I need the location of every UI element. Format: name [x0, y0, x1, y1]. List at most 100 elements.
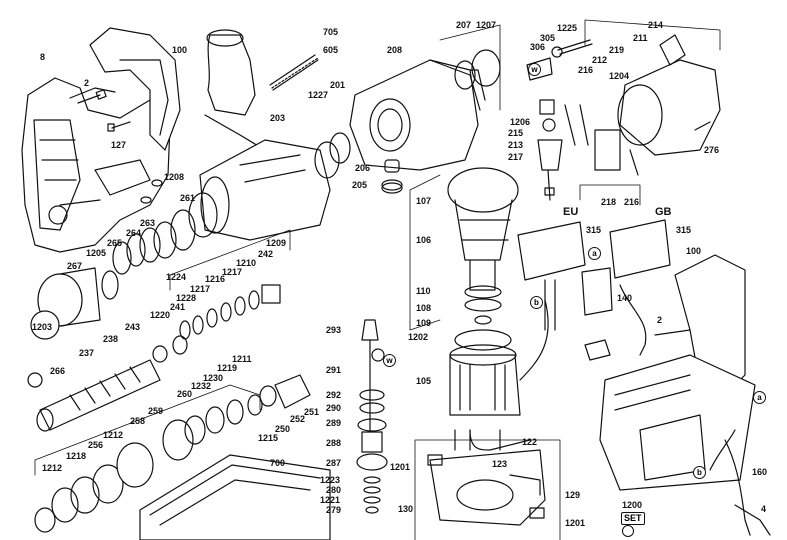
- part-number: 267: [67, 261, 83, 271]
- part-number: 290: [326, 403, 342, 413]
- part-number: 1212: [103, 430, 124, 440]
- part-number: 109: [416, 318, 432, 328]
- part-number: 1203: [32, 322, 53, 332]
- part-number: 1224: [166, 272, 187, 282]
- part-number: 2: [657, 315, 663, 325]
- part-number: 305: [540, 33, 556, 43]
- part-number: 1232: [191, 381, 212, 391]
- part-number: 215: [508, 128, 524, 138]
- part-number: 2: [84, 78, 90, 88]
- part-number: 122: [522, 437, 538, 447]
- part-number: 1219: [217, 363, 238, 373]
- part-number: 1207: [476, 20, 497, 30]
- connector-marker-w: w: [383, 354, 396, 367]
- part-number: 287: [326, 458, 342, 468]
- part-number: 1227: [308, 90, 329, 100]
- part-number: 256: [88, 440, 104, 450]
- part-number: 241: [170, 302, 186, 312]
- part-number: 208: [387, 45, 403, 55]
- gear-column-drawing: [356, 319, 388, 514]
- part-number: 260: [177, 389, 193, 399]
- part-number: 288: [326, 438, 342, 448]
- lower-gears-drawing: [34, 374, 311, 533]
- spindle-drawing: [27, 359, 161, 432]
- part-number: 4: [761, 504, 767, 514]
- motor-housing-208-drawing: [349, 59, 486, 171]
- part-number: 1208: [164, 172, 185, 182]
- bearings-206-205-drawing: [381, 159, 403, 194]
- right-housing-drawing: [599, 254, 756, 491]
- connector-marker-a: a: [753, 391, 766, 404]
- part-number: 306: [530, 42, 546, 52]
- part-number: 203: [270, 113, 286, 123]
- gear-housing-drawing: [199, 139, 331, 241]
- part-number: 123: [492, 459, 508, 469]
- part-number: 605: [323, 45, 339, 55]
- part-number: 218: [601, 197, 617, 207]
- part-number: 280: [326, 485, 342, 495]
- part-number: 1202: [408, 332, 429, 342]
- part-number: 205: [352, 180, 368, 190]
- part-number: 129: [565, 490, 581, 500]
- small-rings-row-drawing: [152, 284, 281, 363]
- part-number: 127: [111, 140, 127, 150]
- part-number: 1200: [622, 500, 643, 510]
- connector-marker-a: a: [588, 247, 601, 260]
- part-number: 251: [304, 407, 320, 417]
- part-number: 263: [140, 218, 156, 228]
- part-number: 1212: [42, 463, 63, 473]
- part-number: 292: [326, 390, 342, 400]
- part-number: 1206: [510, 117, 531, 127]
- ring-1207-drawing: [471, 49, 501, 87]
- part-number: 1209: [266, 238, 287, 248]
- part-number: 206: [355, 163, 371, 173]
- part-number: 1215: [258, 433, 279, 443]
- part-number: 705: [323, 27, 339, 37]
- part-number: 1210: [236, 258, 257, 268]
- part-number: 219: [609, 45, 625, 55]
- part-number: 216: [578, 65, 594, 75]
- part-number: 237: [79, 348, 95, 358]
- part-number: 1220: [150, 310, 171, 320]
- connector-marker-w: w: [528, 63, 541, 76]
- part-number: 266: [50, 366, 66, 376]
- region-label-gb: GB: [655, 206, 672, 218]
- power-cord-drawing: [709, 429, 771, 536]
- part-number: 207: [456, 20, 472, 30]
- ring-201-drawing: [314, 141, 340, 179]
- cylinder-parts-drawing: [30, 192, 218, 340]
- armature-drawing: [447, 167, 519, 351]
- part-number: 130: [398, 504, 414, 514]
- part-number: 1218: [66, 451, 87, 461]
- part-number: 106: [416, 235, 432, 245]
- part-number: 315: [586, 225, 602, 235]
- part-number: 8: [40, 52, 46, 62]
- part-number: 1201: [390, 462, 411, 472]
- handle-housing-left-drawing: [21, 27, 181, 253]
- part-number: 160: [752, 467, 768, 477]
- part-number: 100: [172, 45, 188, 55]
- side-handle-drawing: [204, 29, 319, 151]
- part-number: 1225: [557, 23, 578, 33]
- part-number: 238: [103, 334, 119, 344]
- gear-icon: [622, 525, 634, 537]
- screws-left-drawing: [77, 89, 163, 204]
- set-badge: SET: [621, 512, 645, 525]
- part-number: 107: [416, 196, 432, 206]
- part-number: 1228: [176, 293, 197, 303]
- ring-207-drawing: [454, 60, 476, 90]
- connector-marker-b: b: [693, 466, 706, 479]
- part-number: 212: [592, 55, 608, 65]
- part-number: 276: [704, 145, 720, 155]
- part-number: 1201: [565, 518, 586, 528]
- part-number: 289: [326, 418, 342, 428]
- part-number: 1230: [203, 373, 224, 383]
- part-number: 1205: [86, 248, 107, 258]
- part-number: 108: [416, 303, 432, 313]
- part-number: 105: [416, 376, 432, 386]
- carry-case-drawing: [139, 454, 331, 540]
- part-number: 261: [180, 193, 196, 203]
- part-number: 243: [125, 322, 141, 332]
